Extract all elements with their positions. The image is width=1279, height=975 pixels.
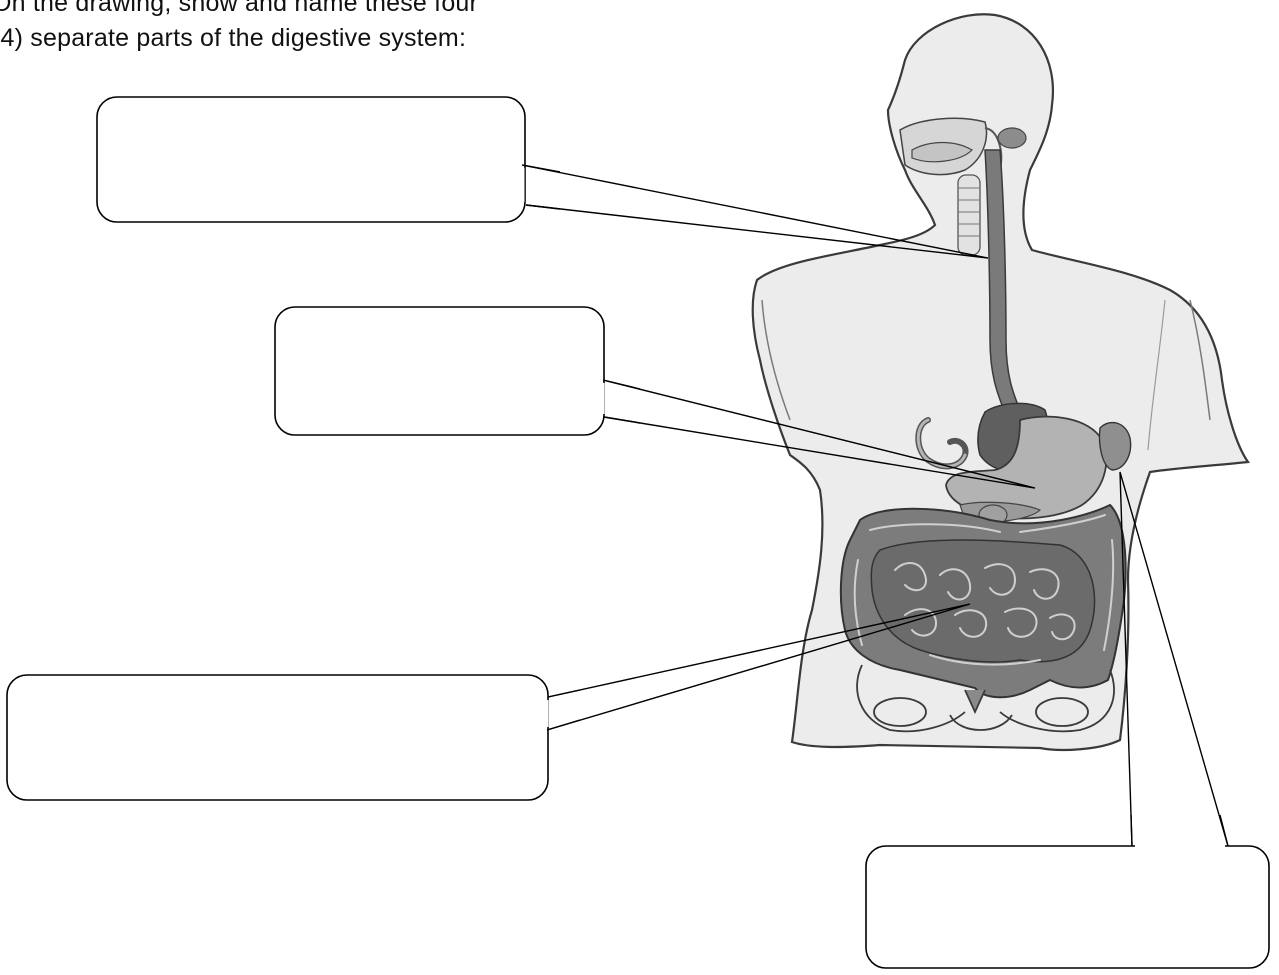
trachea [958,175,980,255]
human-figure [753,14,1248,750]
small-intestine [871,540,1094,662]
salivary-gland [998,128,1026,148]
pointer-line-4 [1120,472,1228,846]
label-box-4[interactable] [866,846,1269,968]
label-box-2[interactable] [275,307,604,435]
label-box-3[interactable] [7,675,548,800]
label-box-1[interactable] [97,97,525,222]
